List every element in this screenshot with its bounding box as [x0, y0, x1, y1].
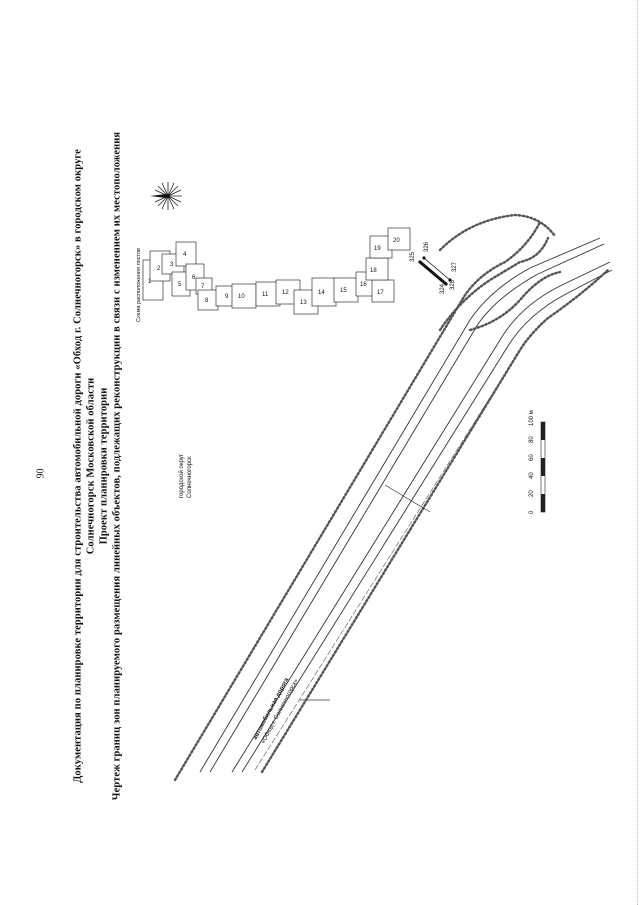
sheet-label: 5 [178, 282, 182, 288]
reconstructed-object [418, 256, 452, 286]
page-edge [636, 0, 638, 905]
sheet-index-labels: 1 2 3 4 5 6 7 8 9 10 11 12 13 14 15 16 1… [148, 238, 400, 306]
zone-boundary [173, 213, 610, 782]
sheet-10 [231, 283, 257, 309]
scale-tick: 40 [529, 472, 535, 479]
scale-labels: 0 20 40 60 80 100 м [529, 410, 535, 514]
sheet-label: 11 [262, 292, 269, 298]
sheet-label: 18 [370, 268, 377, 274]
district-label-line1: городской округ [178, 453, 185, 498]
road-edges [199, 237, 613, 773]
sheet-label: 8 [205, 298, 209, 304]
sheet-label: 9 [225, 294, 229, 300]
scale-tick: 0 [529, 510, 535, 514]
sheet-label: 6 [192, 275, 196, 281]
sheet-label: 16 [360, 282, 367, 288]
point-label: 325 [410, 251, 416, 262]
scale-tick: 60 [529, 454, 535, 461]
sheet-label: 12 [282, 290, 289, 296]
point-label: 326 [424, 241, 430, 252]
sheet-label: 15 [340, 288, 347, 294]
sheet-label: 3 [170, 262, 174, 268]
sheet-14 [311, 277, 337, 307]
scale-tick: 20 [529, 490, 535, 497]
point-label: 328 [450, 279, 456, 290]
scale-tick: 100 м [529, 410, 535, 426]
point-label: 324 [440, 283, 446, 294]
point-labels: 325 326 327 324 328 [410, 241, 458, 294]
sheet-label: 1 [148, 279, 152, 285]
sheet-label: 13 [300, 300, 307, 306]
scale-bar [540, 421, 546, 513]
scale-tick: 80 [529, 436, 535, 443]
leader-line [384, 484, 431, 513]
sheet-label: 2 [157, 266, 161, 272]
sheet-label: 4 [183, 252, 187, 258]
sheet-label: 10 [238, 294, 245, 300]
sheet-label: 7 [201, 284, 205, 290]
sheet-20 [387, 227, 411, 251]
sheet-label: 19 [374, 246, 381, 252]
sheet-label: 20 [393, 238, 400, 244]
sheet-scheme-caption: Схема расположения листов [136, 248, 142, 322]
point-label: 327 [452, 261, 458, 272]
district-label-line2: Солнечногорск [187, 456, 193, 498]
sheet-label: 14 [318, 290, 325, 296]
north-arrow-icon [150, 182, 182, 210]
sheet-label: 17 [377, 290, 384, 296]
sheet-index-scheme [142, 227, 411, 315]
